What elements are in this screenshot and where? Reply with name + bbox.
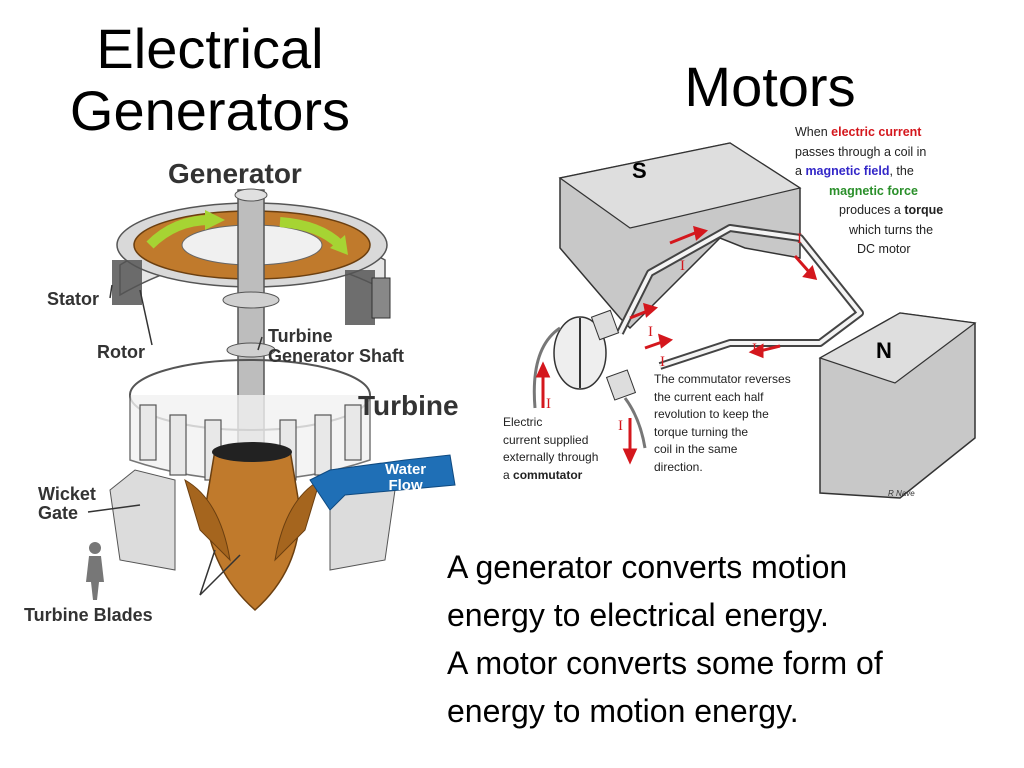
generator-heading: Generator — [168, 158, 302, 189]
commutator-note-line: the current each half — [654, 389, 764, 404]
explanation-line: passes through a coil in — [795, 144, 927, 159]
current-label: I — [752, 341, 757, 357]
commutator-note: The commutator reverses the current each… — [654, 371, 791, 476]
explanation-text: produces a — [839, 203, 905, 217]
label-shaft-line2: Generator Shaft — [268, 346, 405, 366]
label-water-line2: Flow — [388, 477, 423, 494]
supply-wire-left — [532, 326, 561, 409]
brush-bottom — [605, 369, 637, 401]
explanation-magnetic-field: magnetic field — [805, 164, 890, 178]
title-line-2: Generators — [69, 79, 351, 142]
explanation-line: When electric current — [795, 123, 995, 143]
pole-n-label: N — [876, 338, 892, 363]
label-shaft: Turbine Generator Shaft — [268, 326, 404, 366]
current-labels: I I I I I I I — [546, 231, 802, 434]
label-wicket-line1: Wicket — [38, 484, 96, 504]
supply-wire-right — [623, 397, 647, 449]
current-label: I — [680, 258, 685, 274]
rotation-arrow-right — [279, 217, 344, 249]
label-wicket-line2: Gate — [38, 503, 79, 523]
motor-illustration: S N I I I I I I — [532, 142, 977, 499]
turbine-base — [109, 469, 176, 571]
person-silhouette-icon — [86, 542, 104, 600]
water-flow-arrow — [309, 454, 456, 511]
current-label: I — [648, 324, 653, 340]
explanation-text: , the — [889, 164, 914, 178]
label-turbine-blades: Turbine Blades — [24, 605, 153, 625]
title-motors: Motors — [684, 55, 856, 118]
explanation-electric-current: electric current — [831, 125, 922, 139]
label-turbine: Turbine — [358, 390, 459, 421]
supply-note: Electric current supplied externally thr… — [503, 414, 598, 484]
motor-explanation: When electric current passes through a c… — [795, 123, 995, 260]
brush-top — [590, 309, 620, 341]
title-line-1: Electrical — [96, 17, 324, 80]
label-water-flow: Water Flow — [385, 462, 426, 494]
label-water-line1: Water — [385, 461, 427, 478]
explanation-line: which turns the — [849, 222, 934, 237]
pole-s-label: S — [632, 158, 647, 183]
credit-label: R Nave — [888, 489, 915, 498]
commutator-note-line: coil in the same — [654, 442, 738, 456]
current-label: I — [618, 418, 623, 434]
motor-diagram: S N I I I I I I — [500, 118, 990, 503]
explanation-text: When — [795, 125, 832, 139]
explanation-torque: torque — [904, 203, 944, 217]
title-electrical-generators: Electrical Generators — [40, 18, 380, 142]
summary-line: A motor converts some form of — [447, 645, 883, 681]
current-label: I — [797, 231, 802, 247]
label-rotor: Rotor — [97, 342, 145, 362]
commutator-note-line: The commutator reverses — [654, 372, 791, 386]
explanation-line: magnetic force — [795, 182, 995, 202]
summary-line: A generator converts motion — [447, 549, 848, 585]
current-label: I — [546, 396, 551, 412]
label-shaft-line1: Turbine — [268, 326, 333, 346]
rotation-arrow-left — [146, 215, 211, 249]
explanation-magnetic-force: magnetic force — [829, 183, 918, 198]
commutator-note-line: torque turning the — [654, 424, 749, 439]
label-wicket-gate: Wicket Gate — [38, 485, 96, 523]
supply-note-commutator: commutator — [513, 467, 583, 482]
supply-note-line: externally through — [503, 450, 599, 464]
summary-line: energy to electrical energy. — [447, 597, 829, 633]
commutator-note-line: revolution to keep the — [654, 407, 769, 421]
explanation-line: DC motor — [857, 242, 911, 256]
explanation-line: a magnetic field, the — [795, 162, 995, 182]
label-stator: Stator — [47, 289, 100, 309]
current-arrows — [535, 225, 818, 465]
supply-note-text: a — [503, 467, 514, 482]
current-label: I — [660, 354, 665, 370]
generator-diagram: Generator Stator Rotor Turbine Generator… — [0, 150, 490, 630]
summary-text: A generator converts motion energy to el… — [447, 543, 1017, 735]
supply-note-line: current supplied — [503, 432, 589, 447]
summary-line: energy to motion energy. — [447, 693, 799, 729]
generator-illustration — [86, 188, 456, 612]
supply-note-line: Electric — [503, 415, 543, 429]
explanation-line: produces a torque — [795, 201, 995, 221]
commutator-note-line: direction. — [654, 459, 703, 474]
supply-note-line: a commutator — [503, 467, 598, 485]
explanation-text: a — [795, 164, 806, 178]
wicket-gates — [139, 404, 362, 481]
